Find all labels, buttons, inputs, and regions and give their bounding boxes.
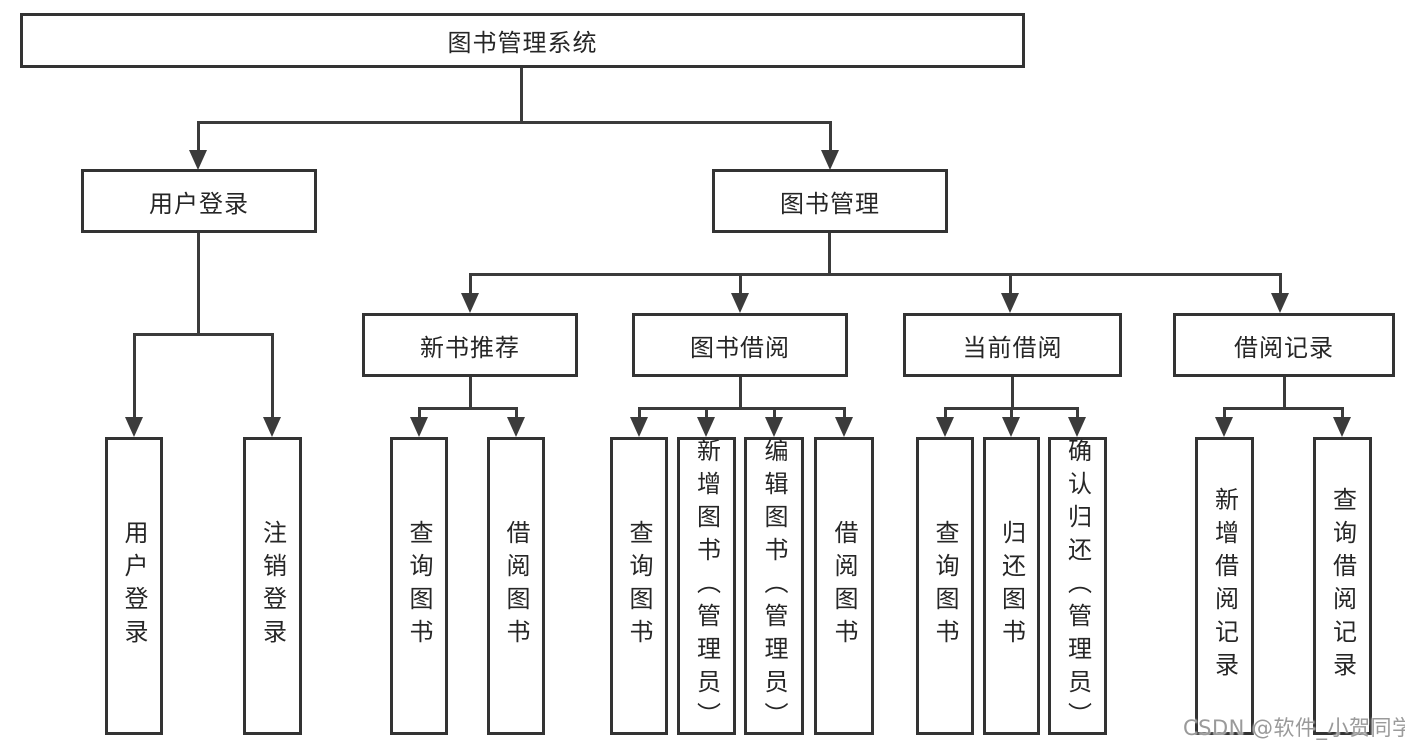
arrow-down-icon bbox=[731, 293, 749, 313]
arrow-down-icon bbox=[1001, 293, 1019, 313]
leaf-borrow-lend-label: 借阅图书 bbox=[830, 520, 858, 652]
arrow-down-icon bbox=[263, 417, 281, 437]
arrow-down-icon bbox=[835, 417, 853, 437]
edge-line bbox=[705, 407, 708, 417]
edge-new-book-stem-line bbox=[469, 377, 472, 409]
node-root-system: 图书管理系统 bbox=[20, 13, 1025, 68]
leaf-newbook-borrow: 借阅图书 bbox=[487, 437, 545, 735]
arrow-down-icon bbox=[697, 417, 715, 437]
edge-line bbox=[944, 407, 947, 417]
leaf-current-return-label: 归还图书 bbox=[997, 520, 1026, 652]
node-new-book: 新书推荐 bbox=[362, 313, 578, 377]
leaf-history-query-label: 查询借阅记录 bbox=[1328, 487, 1357, 685]
node-user-login-label: 用户登录 bbox=[149, 189, 249, 218]
node-current: 当前借阅 bbox=[903, 313, 1122, 377]
csdn-watermark: CSDN @软件_小贺同学 bbox=[1183, 716, 1405, 740]
leaf-history-add: 新增借阅记录 bbox=[1195, 437, 1254, 735]
edge-book-mgmt-branch-line bbox=[469, 273, 1282, 276]
edge-root-stem-line bbox=[520, 68, 523, 121]
node-current-label: 当前借阅 bbox=[962, 333, 1063, 362]
leaf-borrow-add-label: 新增图书（管理员） bbox=[692, 437, 721, 735]
edge-new-book-branch-line bbox=[418, 407, 518, 410]
arrow-down-icon bbox=[1002, 417, 1020, 437]
edge-to-user-login-line bbox=[197, 121, 200, 150]
edge-to-borrow-line bbox=[739, 273, 742, 293]
leaf-current-query-label: 查询图书 bbox=[931, 520, 959, 652]
edge-line bbox=[1010, 407, 1013, 417]
leaf-history-query: 查询借阅记录 bbox=[1313, 437, 1372, 735]
leaf-history-add-label: 新增借阅记录 bbox=[1210, 487, 1239, 685]
edge-current-stem-line bbox=[1011, 377, 1014, 409]
edge-line bbox=[638, 407, 641, 417]
node-root-label: 图书管理系统 bbox=[447, 29, 598, 57]
node-history: 借阅记录 bbox=[1173, 313, 1395, 377]
leaf-newbook-borrow-label: 借阅图书 bbox=[502, 520, 530, 652]
leaf-logout: 注销登录 bbox=[243, 437, 302, 735]
arrow-down-icon bbox=[1271, 293, 1289, 313]
edge-line bbox=[843, 407, 846, 417]
edge-borrow-branch-line bbox=[638, 407, 846, 410]
edge-to-history-line bbox=[1279, 273, 1282, 293]
arrow-down-icon bbox=[461, 293, 479, 313]
edge-line bbox=[773, 407, 776, 417]
arrow-down-icon bbox=[765, 417, 783, 437]
edge-root-branch-line bbox=[197, 121, 832, 124]
edge-borrow-stem-line bbox=[739, 377, 742, 409]
edge-user-login-branch-line bbox=[133, 333, 274, 336]
leaf-user-login: 用户登录 bbox=[105, 437, 163, 735]
node-book-mgmt: 图书管理 bbox=[712, 169, 948, 233]
edge-line bbox=[515, 407, 518, 417]
edge-to-new-book-line bbox=[469, 273, 472, 293]
leaf-current-return: 归还图书 bbox=[983, 437, 1040, 735]
edge-user-login-stem-line bbox=[197, 233, 200, 336]
arrow-down-icon bbox=[630, 417, 648, 437]
leaf-newbook-query-label: 查询图书 bbox=[405, 520, 433, 652]
arrow-down-icon bbox=[507, 417, 525, 437]
edge-line bbox=[1076, 407, 1079, 417]
arrow-down-icon bbox=[189, 150, 207, 170]
arrow-down-icon bbox=[936, 417, 954, 437]
arrow-down-icon bbox=[410, 417, 428, 437]
edge-history-branch-line bbox=[1223, 407, 1344, 410]
node-borrow-label: 图书借阅 bbox=[690, 333, 790, 362]
edge-to-leaf-logout-line bbox=[271, 333, 274, 417]
edge-line bbox=[1223, 407, 1226, 417]
arrow-down-icon bbox=[821, 150, 839, 170]
arrow-down-icon bbox=[1068, 417, 1086, 437]
node-book-mgmt-label: 图书管理 bbox=[780, 189, 880, 218]
leaf-logout-label: 注销登录 bbox=[258, 520, 287, 652]
leaf-user-login-label: 用户登录 bbox=[120, 520, 148, 652]
leaf-borrow-add: 新增图书（管理员） bbox=[677, 437, 736, 735]
arrow-down-icon bbox=[1333, 417, 1351, 437]
leaf-borrow-edit: 编辑图书（管理员） bbox=[744, 437, 804, 735]
edge-book-mgmt-stem-line bbox=[828, 233, 831, 276]
edge-history-stem-line bbox=[1283, 377, 1286, 409]
leaf-borrow-query-label: 查询图书 bbox=[625, 520, 653, 652]
node-history-label: 借阅记录 bbox=[1234, 333, 1334, 362]
node-borrow: 图书借阅 bbox=[632, 313, 848, 377]
edge-to-current-line bbox=[1009, 273, 1012, 293]
leaf-newbook-query: 查询图书 bbox=[390, 437, 448, 735]
leaf-current-confirm: 确认归还（管理员） bbox=[1048, 437, 1107, 735]
node-new-book-label: 新书推荐 bbox=[420, 333, 520, 362]
leaf-current-confirm-label: 确认归还（管理员） bbox=[1063, 437, 1092, 735]
node-user-login: 用户登录 bbox=[81, 169, 317, 233]
leaf-borrow-query: 查询图书 bbox=[610, 437, 668, 735]
arrow-down-icon bbox=[1215, 417, 1233, 437]
leaf-current-query: 查询图书 bbox=[916, 437, 974, 735]
leaf-borrow-edit-label: 编辑图书（管理员） bbox=[760, 437, 788, 735]
edge-to-leaf-login-line bbox=[133, 333, 136, 417]
leaf-borrow-lend: 借阅图书 bbox=[814, 437, 874, 735]
edge-line bbox=[1341, 407, 1344, 417]
edge-to-book-mgmt-line bbox=[829, 121, 832, 150]
arrow-down-icon bbox=[125, 417, 143, 437]
edge-line bbox=[418, 407, 421, 417]
